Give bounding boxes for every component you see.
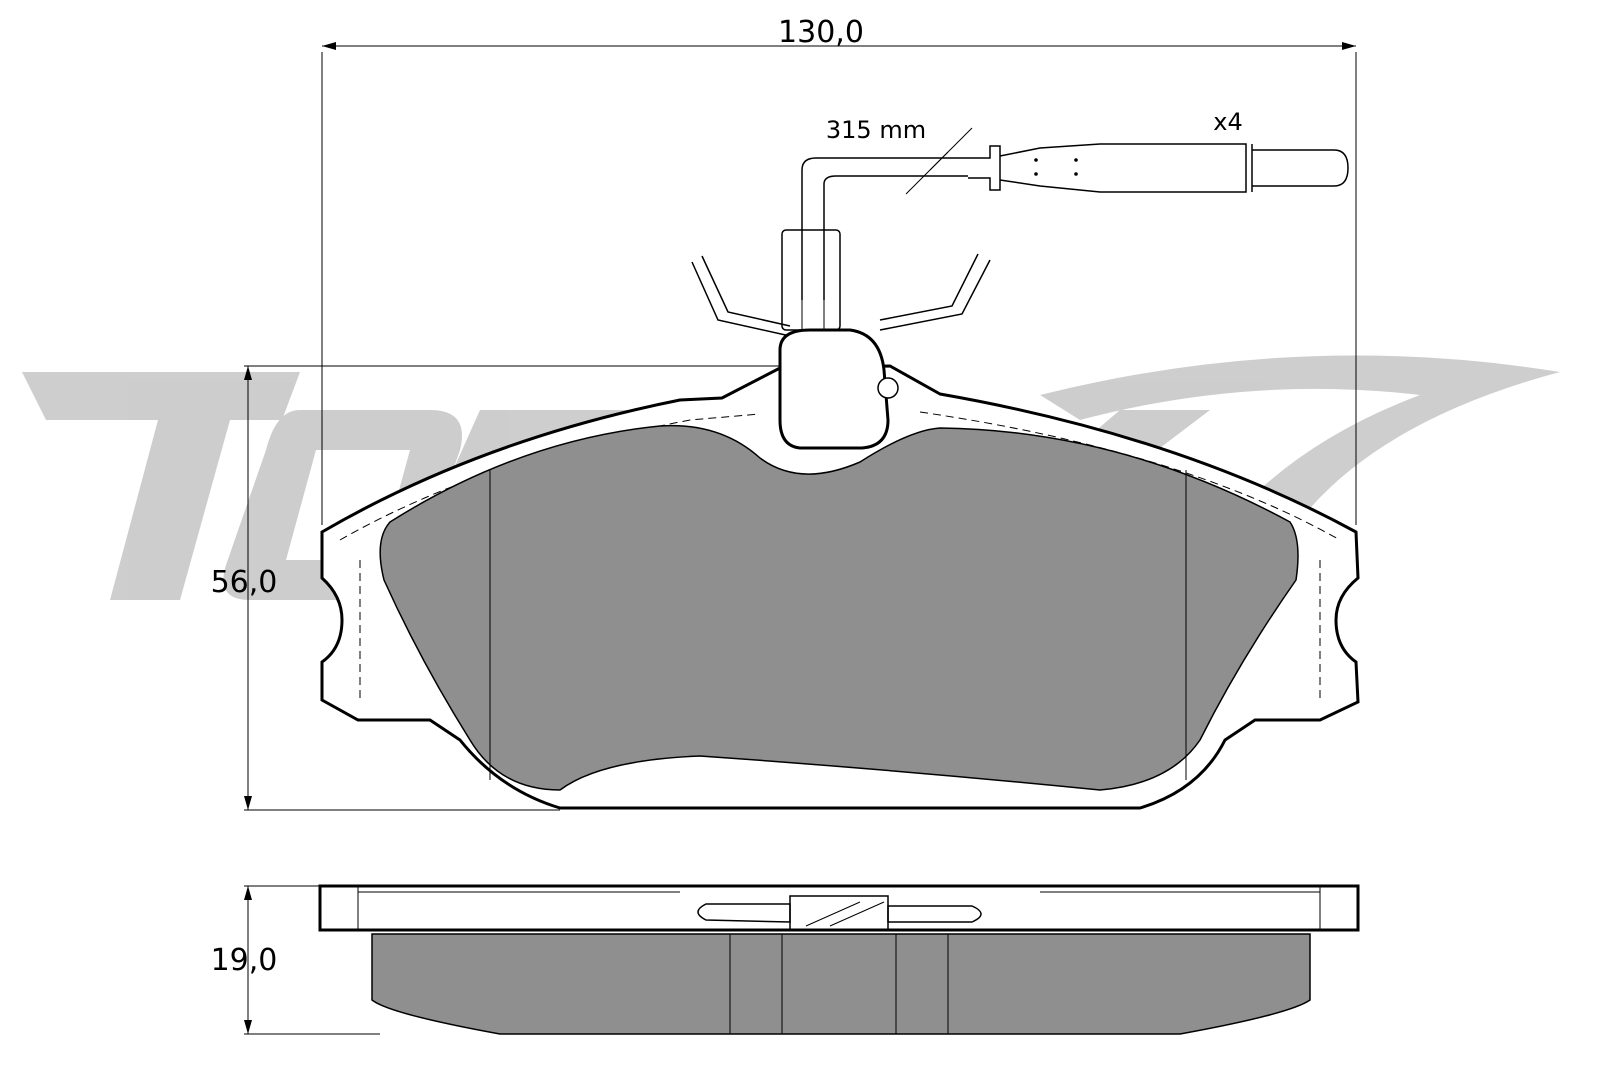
height-dimension: 56,0 <box>211 365 780 811</box>
thickness-value: 19,0 <box>211 943 278 978</box>
spring-clip <box>691 229 991 337</box>
cable-length-label: 315 mm <box>826 116 926 144</box>
friction-pad-front <box>379 424 1299 791</box>
sensor-housing <box>778 328 899 450</box>
watermark-letter-t <box>22 372 300 600</box>
watermark-swoosh <box>1040 355 1560 520</box>
friction-pad-side <box>371 933 1311 1035</box>
height-value: 56,0 <box>211 565 278 600</box>
thickness-dimension: 19,0 <box>211 885 380 1035</box>
quantity-label: x4 <box>1213 108 1242 136</box>
width-value: 130,0 <box>778 15 864 50</box>
wear-sensor: 315 mm x4 <box>801 108 1349 300</box>
backing-plate-side <box>318 884 1360 932</box>
width-dimension: 130,0 <box>321 15 1357 525</box>
